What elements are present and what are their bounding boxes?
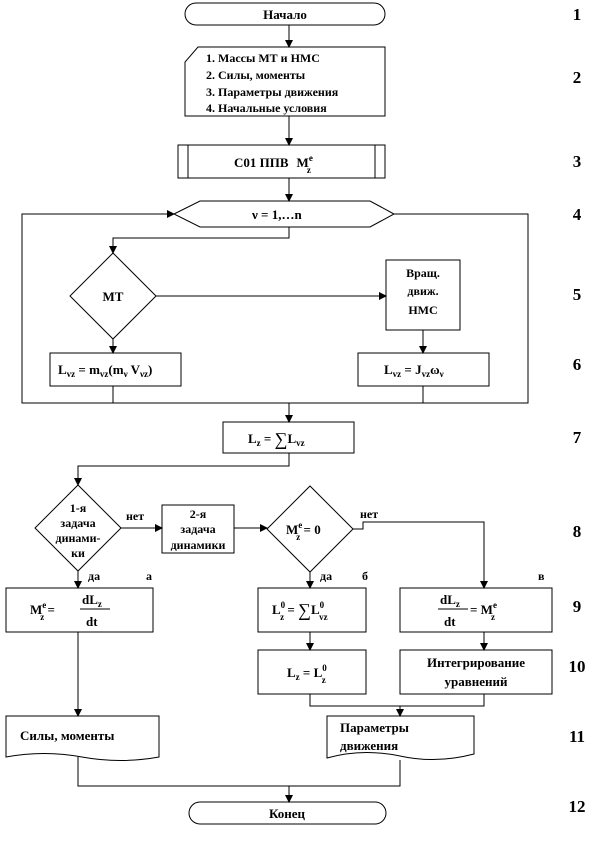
task1-line-1: 1-я: [70, 501, 87, 515]
branch-v-label: в: [538, 569, 545, 583]
task2-line-1: 2-я: [190, 507, 207, 521]
row-number-12: 12: [569, 797, 586, 816]
subroutine-block: [177, 144, 386, 179]
box-v-denominator: dt: [444, 614, 456, 629]
rotation-line-3: НМС: [408, 303, 437, 317]
box-v-numerator: dLz: [440, 592, 460, 609]
row-number-3: 3: [573, 152, 582, 171]
doc-forces-label: Силы, моменты: [20, 728, 114, 743]
row-numbers: 1 2 3 4 5 6 7 8 9 10 11 12: [569, 5, 586, 816]
integ-line-2: уравнений: [445, 674, 508, 689]
input-line-1: 1. Массы МТ и НМС: [206, 51, 320, 65]
rotation-line-1: Вращ.: [406, 266, 440, 280]
integ-line-1: Интегрирование: [427, 655, 525, 670]
input-lines: 1. Массы МТ и НМС 2. Силы, моменты 3. Па…: [206, 51, 339, 115]
yes-label-1: да: [88, 569, 100, 583]
box-a-numerator: dLz: [82, 592, 102, 609]
task2-line-3: динамики: [171, 538, 226, 552]
rotation-line-2: движ.: [407, 284, 438, 298]
loop-frame: [21, 213, 529, 404]
branch-b-label: б: [362, 569, 368, 583]
row-number-1: 1: [573, 5, 582, 24]
row-number-5: 5: [573, 285, 582, 304]
lz-sum-formula: Lz = ∑Lvz: [248, 429, 305, 449]
lvz-right-formula: Lvz = Jvzων: [384, 362, 444, 379]
row-number-4: 4: [573, 205, 582, 224]
row-number-2: 2: [573, 68, 582, 87]
no-label-2: нет: [360, 507, 378, 521]
row-number-10: 10: [569, 657, 586, 676]
doc-params: [326, 715, 475, 761]
row-number-9: 9: [573, 597, 582, 616]
start-terminator: [184, 2, 386, 26]
task2-line-2: задача: [180, 522, 215, 536]
row-number-6: 6: [573, 355, 582, 374]
no-label-1: нет: [126, 509, 144, 523]
mt-label: МТ: [103, 289, 124, 304]
input-block: [184, 46, 386, 117]
input-line-2: 2. Силы, моменты: [206, 68, 306, 82]
task1-line-4: ки: [71, 546, 85, 560]
task1-line-2: задача: [60, 516, 95, 530]
integ-box: [399, 649, 553, 695]
loop-label: ν = 1,…n: [251, 207, 302, 222]
box-v: [399, 587, 553, 633]
input-line-4: 4. Начальные условия: [206, 101, 327, 115]
yes-label-2: да: [320, 569, 332, 583]
doc-params-line-2: движения: [340, 738, 398, 753]
start-label: Начало: [263, 7, 307, 22]
input-line-3: 3. Параметры движения: [206, 85, 339, 99]
doc-forces: [5, 715, 160, 761]
box-a-denominator: dt: [86, 614, 98, 629]
branch-a-label: а: [146, 569, 152, 583]
doc-params-line-1: Параметры: [340, 720, 409, 735]
row-number-8: 8: [573, 522, 582, 541]
task1-line-3: динами-: [56, 531, 101, 545]
box-a: [5, 587, 154, 633]
row-number-7: 7: [573, 428, 582, 447]
row-number-11: 11: [569, 727, 585, 746]
end-label: Конец: [269, 806, 306, 821]
